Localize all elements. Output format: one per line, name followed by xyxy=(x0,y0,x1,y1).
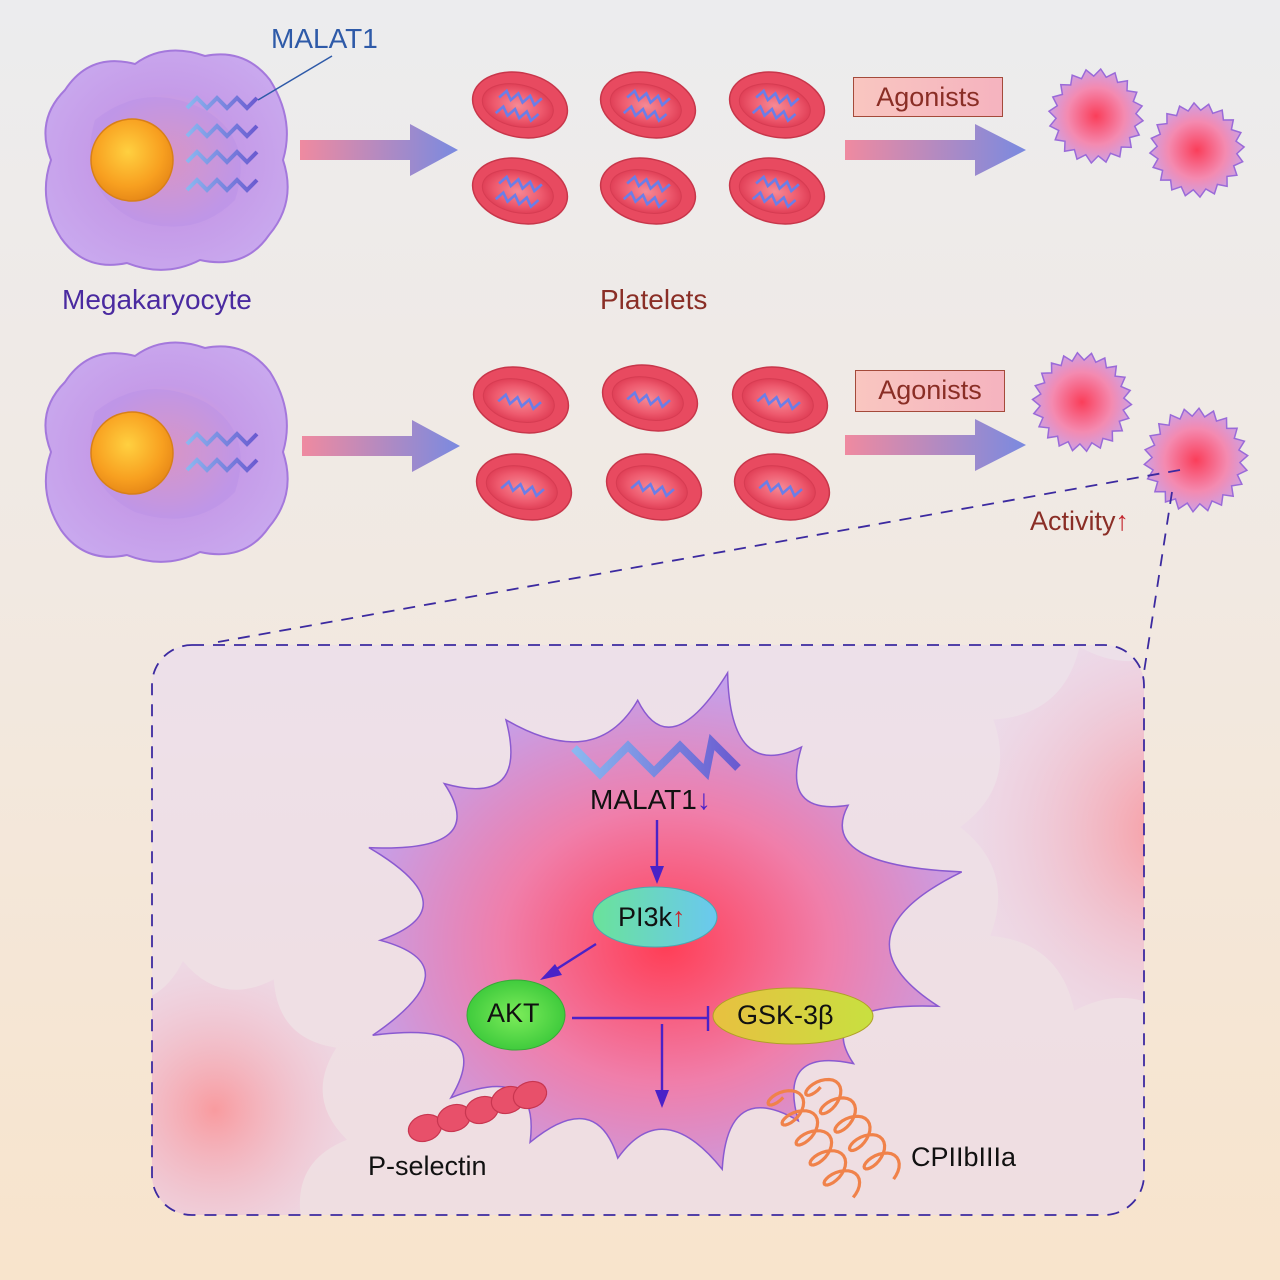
rna-strand-icon xyxy=(626,174,671,194)
rna-strand-icon xyxy=(500,479,545,498)
platelets-group-2 xyxy=(472,364,831,521)
activated-platelet-icon xyxy=(1047,67,1145,165)
zoom-line-left xyxy=(217,469,1181,643)
platelets-group-1 xyxy=(471,71,826,225)
rna-strand-icon xyxy=(185,431,259,473)
megakaryocyte-cell xyxy=(44,341,289,563)
pathway-inset xyxy=(151,644,1145,1216)
zoom-line-right xyxy=(1143,491,1173,673)
platelet-icon xyxy=(599,157,697,225)
rna-strand-icon xyxy=(626,88,671,108)
pi3k-node xyxy=(592,886,718,948)
activated-platelets-group-2 xyxy=(1031,351,1249,514)
rna-strand-icon xyxy=(751,104,797,123)
rna-strand-icon xyxy=(626,390,671,409)
rna-strand-icon xyxy=(630,479,675,498)
arrow-pi3k-to-akt xyxy=(551,942,597,974)
rna-strand-icon xyxy=(498,88,543,108)
platelet-icon xyxy=(472,366,570,434)
gradient-arrow-icon xyxy=(300,124,458,176)
gsk-node xyxy=(712,987,874,1045)
platelet-icon xyxy=(728,157,826,225)
rna-strand-icon xyxy=(622,104,668,123)
nucleus xyxy=(90,118,174,202)
gsk-label: GSK-3β xyxy=(737,1000,834,1030)
akt-label: AKT xyxy=(487,998,540,1028)
platelet-icon xyxy=(475,453,573,521)
activity-up-arrow: ↑ xyxy=(1115,506,1130,536)
activated-platelets-group-1 xyxy=(1047,67,1246,199)
rna-strand-icon xyxy=(497,392,542,411)
coil-icon xyxy=(766,1077,901,1199)
activated-platelet-icon xyxy=(1143,406,1249,514)
platelet-icon xyxy=(599,71,697,139)
agonists-box-2: Agonists xyxy=(855,370,1005,412)
gradient-arrow-icon xyxy=(845,124,1026,176)
nucleus xyxy=(90,411,174,495)
platelets-label: Platelets xyxy=(600,284,708,315)
gradient-arrow-icon xyxy=(845,419,1026,471)
inset-border xyxy=(151,644,1145,1216)
rna-strand-icon xyxy=(755,88,800,108)
agonists-label-1: Agonists xyxy=(876,82,980,112)
akt-node xyxy=(466,979,566,1051)
platelet-icon xyxy=(605,453,703,521)
platelet-icon xyxy=(601,364,699,432)
side-platelet-right xyxy=(960,645,1144,1029)
malat1-label-inset: MALAT1↓ xyxy=(590,786,711,814)
rna-strand-icon xyxy=(756,392,801,411)
platelet-icon xyxy=(728,71,826,139)
pi3k-label: PI3k↑ xyxy=(618,904,686,931)
malat1-inset-text: MALAT1 xyxy=(590,784,697,815)
rna-strand-icon xyxy=(571,733,741,781)
platelet-icon xyxy=(733,453,831,521)
rna-strand-icon xyxy=(494,190,540,209)
platelet-icon xyxy=(731,366,829,434)
pi3k-up-arrow: ↑ xyxy=(672,902,686,932)
agonists-box-1: Agonists xyxy=(853,77,1003,117)
gradient-arrow-icon xyxy=(302,420,460,472)
activated-platelet-icon xyxy=(1148,101,1246,199)
rna-strand-icon xyxy=(494,104,540,123)
activity-label: Activity↑ xyxy=(1030,508,1129,535)
megakaryocyte-cell xyxy=(44,49,289,271)
rna-strand-icon xyxy=(622,190,668,209)
activated-platelet-icon xyxy=(1031,351,1133,453)
rna-strand-icon xyxy=(185,95,259,193)
activity-text: Activity xyxy=(1030,506,1116,536)
platelet-icon xyxy=(471,71,569,139)
malat1-down-arrow: ↓ xyxy=(696,784,711,815)
platelet-icon xyxy=(471,157,569,225)
side-platelet-left xyxy=(152,961,347,1215)
rna-strand-icon xyxy=(751,190,797,209)
malat1-callout-line xyxy=(257,55,333,101)
p-selectin-icon xyxy=(407,1080,548,1143)
malat1-label-top: MALAT1 xyxy=(271,23,378,54)
rna-strand-icon xyxy=(755,174,800,194)
megakaryocyte-label: Megakaryocyte xyxy=(62,284,252,315)
rna-strand-icon xyxy=(498,174,543,194)
agonists-label-2: Agonists xyxy=(878,375,982,405)
cpiib-label: CPIIbIIIa xyxy=(911,1142,1017,1172)
p-selectin-label: P-selectin xyxy=(368,1151,487,1181)
rna-strand-icon xyxy=(758,479,803,498)
pi3k-text: PI3k xyxy=(618,902,673,932)
